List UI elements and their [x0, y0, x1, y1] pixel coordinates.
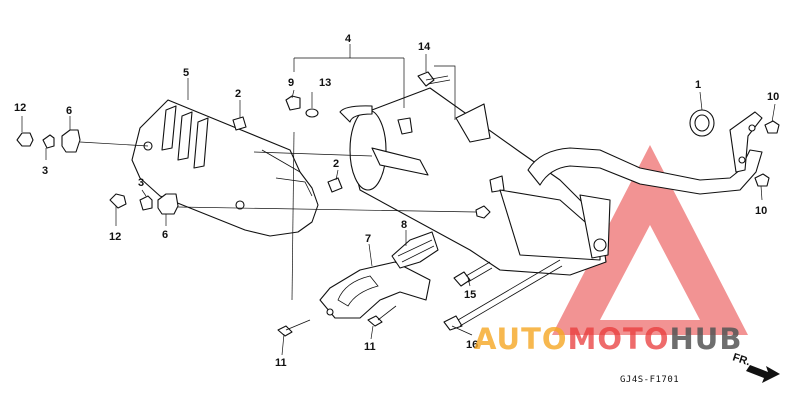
callout-labels: 1 2 2 3 3 4 5 6 6 7 8 9 10 10 11 11 12 1… — [14, 33, 779, 369]
front-arrow-icon — [746, 365, 780, 383]
heat-shield — [131, 99, 319, 237]
front-direction-marker: FR. — [731, 351, 780, 383]
callout-11-right: 11 — [364, 341, 376, 353]
callout-2-mid: 2 — [333, 158, 339, 170]
callout-1: 1 — [695, 79, 701, 91]
exhaust-pipe — [527, 111, 763, 195]
watermark-logo-triangle — [552, 145, 748, 335]
callout-10-top: 10 — [767, 91, 779, 103]
callout-16: 16 — [466, 339, 478, 351]
callout-6-top: 6 — [66, 105, 72, 117]
callout-6-bottom: 6 — [162, 229, 168, 241]
watermark-logo-text: AUTOMOTOHUB — [474, 322, 742, 356]
svg-text:AUTOMOTOHUB: AUTOMOTOHUB — [474, 322, 742, 356]
muffler-bracket — [319, 261, 431, 319]
watermark-word-hub: HUB — [670, 322, 743, 356]
callout-13: 13 — [319, 77, 331, 89]
bracket-protector — [391, 231, 439, 269]
callout-4: 4 — [345, 33, 352, 45]
leader-lines — [21, 44, 776, 356]
exhaust-gasket — [689, 109, 715, 137]
callout-5: 5 — [183, 67, 189, 79]
callout-3-top: 3 — [42, 165, 48, 177]
callout-8: 8 — [401, 219, 407, 231]
fasteners — [16, 71, 780, 337]
callout-3-bottom: 3 — [138, 177, 144, 189]
callout-11-left: 11 — [275, 357, 287, 369]
muffler-body — [339, 87, 611, 276]
callout-15: 15 — [464, 289, 476, 301]
diagram-code: GJ4S-F1701 — [620, 375, 679, 385]
watermark-word-auto: AUTO — [474, 322, 568, 356]
callout-10-bottom: 10 — [755, 205, 767, 217]
callout-9: 9 — [288, 77, 294, 89]
watermark-word-moto: MOTO — [568, 322, 670, 356]
callout-12-bottom: 12 — [109, 231, 121, 243]
callout-2-top: 2 — [235, 88, 241, 100]
callout-7: 7 — [365, 233, 371, 245]
callout-12-top: 12 — [14, 102, 26, 114]
callout-14: 14 — [418, 41, 431, 53]
front-label: FR. — [731, 351, 752, 368]
